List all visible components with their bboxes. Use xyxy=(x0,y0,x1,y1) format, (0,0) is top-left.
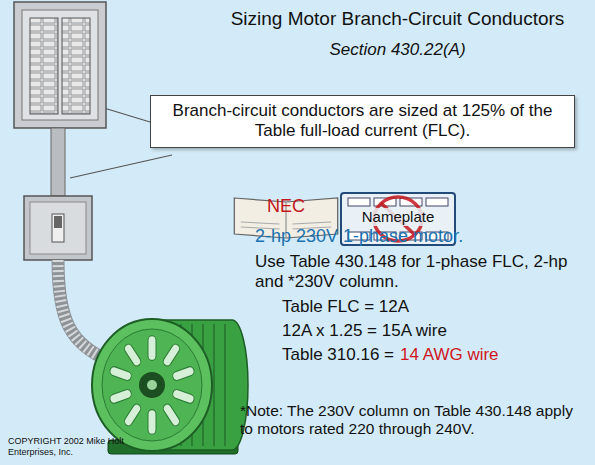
drawing-part xyxy=(54,216,62,228)
calc-line: Table FLC = 12A xyxy=(282,297,582,317)
callout-box: Branch-circuit conductors are sized at 1… xyxy=(150,95,575,148)
drawing-part xyxy=(109,336,195,435)
drawing-part xyxy=(109,388,132,404)
drawing-part xyxy=(62,18,90,114)
leader-line xyxy=(70,155,172,178)
drawing-part xyxy=(162,402,181,427)
drawing-part xyxy=(172,388,195,404)
motor xyxy=(92,319,248,454)
drawing-part xyxy=(14,2,106,128)
nameplate-label: Nameplate xyxy=(360,208,437,226)
drawing-part xyxy=(147,380,157,390)
instruction-text: Use Table 430.148 for 1-phase FLC, 2-hp … xyxy=(255,252,573,292)
drawing-part xyxy=(109,366,132,382)
title: Sizing Motor Branch-Circuit Conductors xyxy=(200,8,595,30)
drawing-part xyxy=(224,324,226,446)
panelboard xyxy=(14,2,106,128)
drawing-part xyxy=(148,336,156,361)
calc-line: Table 310.16 = xyxy=(282,345,394,365)
drawing-part xyxy=(162,342,181,367)
calc-line: 12A x 1.25 = 15A wire xyxy=(282,321,582,341)
drawing-part xyxy=(123,402,142,427)
copyright: COPYRIGHT 2002 Mike Holt Enterprises, In… xyxy=(8,436,138,457)
callout-text: Branch-circuit conductors are sized at 1… xyxy=(159,101,566,142)
drawing-part xyxy=(139,372,165,398)
motor-rating: 2-hp 230V 1-phase motor. xyxy=(255,226,585,247)
drawing-part xyxy=(30,18,58,114)
drawing-part xyxy=(30,202,86,254)
drawing-part xyxy=(102,329,202,441)
note-text: *Note: The 230V column on Table 430.148 … xyxy=(240,402,585,439)
leader-line xyxy=(104,108,150,122)
drawing-part xyxy=(24,196,92,260)
drawing-part xyxy=(213,324,215,446)
drawing-part xyxy=(148,410,156,435)
drawing-part xyxy=(22,10,98,120)
disconnect-switch xyxy=(24,196,92,260)
drawing-part xyxy=(426,198,448,206)
book-label: NEC xyxy=(230,196,342,218)
drawing-part xyxy=(92,319,212,451)
conduit xyxy=(51,128,65,196)
section-ref: Section 430.22(A) xyxy=(200,40,595,60)
drawing-part xyxy=(172,366,195,382)
drawing-part xyxy=(348,198,370,206)
result-text: 14 AWG wire xyxy=(400,345,499,365)
drawing-part xyxy=(52,214,64,242)
drawing-part xyxy=(123,342,142,367)
